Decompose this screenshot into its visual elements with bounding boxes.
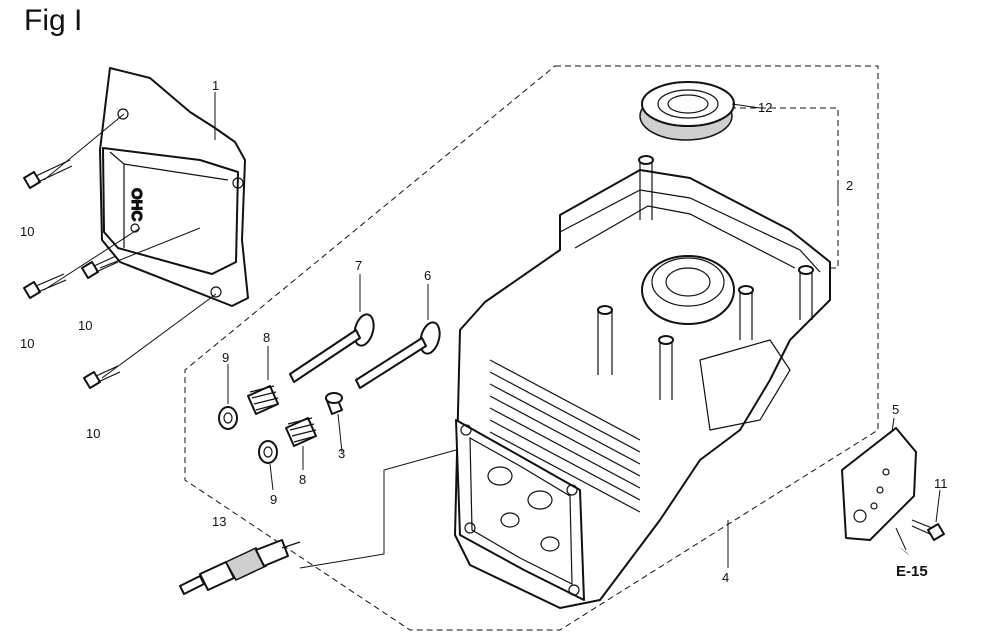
bolt-10-b bbox=[23, 273, 67, 299]
callout-9-b: 9 bbox=[270, 492, 277, 507]
callout-10-c: 10 bbox=[20, 336, 34, 351]
reference-e15: E-15 bbox=[896, 563, 928, 580]
intake-valve bbox=[289, 313, 375, 383]
assembly-group-frame bbox=[184, 65, 879, 631]
reference-arrow bbox=[898, 546, 910, 556]
callout-5: 5 bbox=[892, 402, 899, 417]
bolt-10-d bbox=[83, 365, 121, 389]
breather-cover bbox=[841, 427, 917, 541]
callout-8-a: 8 bbox=[263, 330, 270, 345]
callout-labels: 1 12 2 10 7 6 10 8 10 9 10 5 3 8 11 9 13… bbox=[20, 78, 948, 585]
callout-12: 12 bbox=[758, 100, 772, 115]
callout-10-a: 10 bbox=[20, 224, 34, 239]
callout-10-b: 10 bbox=[78, 318, 92, 333]
valve-spring-lower bbox=[285, 417, 317, 447]
callout-13: 13 bbox=[212, 514, 226, 529]
callout-4: 1 bbox=[212, 78, 219, 93]
callout-1: 4 bbox=[722, 570, 729, 585]
callout-11: 11 bbox=[934, 476, 948, 491]
bolt-11 bbox=[911, 519, 945, 541]
callout-6: 6 bbox=[424, 268, 431, 283]
callout-7: 7 bbox=[355, 258, 362, 273]
callout-3: 3 bbox=[338, 446, 345, 461]
exhaust-valve bbox=[355, 321, 441, 389]
oil-seal bbox=[639, 81, 735, 141]
spring-retainer-lower bbox=[258, 440, 278, 464]
valve-spring-upper bbox=[247, 385, 279, 415]
leader-lines bbox=[43, 92, 941, 569]
valve-stem-seal bbox=[325, 392, 343, 415]
bolt-10-a bbox=[23, 159, 73, 189]
cover-logo: OHC bbox=[128, 188, 145, 222]
callout-8-b: 8 bbox=[299, 472, 306, 487]
callout-10-d: 10 bbox=[86, 426, 100, 441]
callout-9-a: 9 bbox=[222, 350, 229, 365]
spark-plug bbox=[179, 539, 301, 595]
bolt-10-c bbox=[81, 255, 119, 279]
figure-title: Fig I bbox=[24, 4, 83, 37]
cylinder-head-cover bbox=[99, 67, 249, 307]
cylinder-block bbox=[454, 155, 831, 609]
spring-retainer-upper bbox=[218, 406, 238, 430]
callout-2: 2 bbox=[846, 178, 853, 193]
